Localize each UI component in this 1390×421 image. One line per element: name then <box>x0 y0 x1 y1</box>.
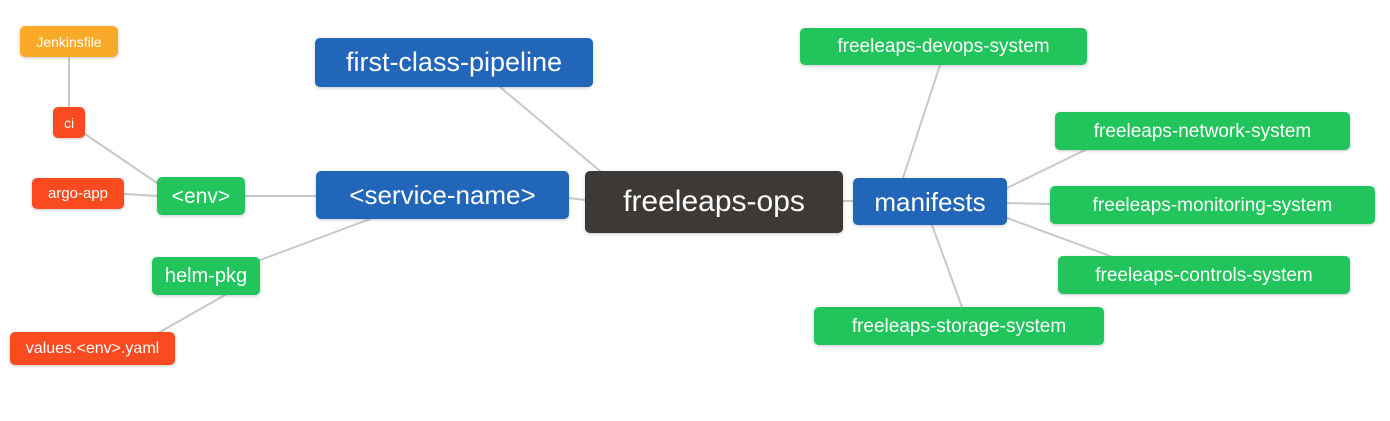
node-freeleaps-network-system[interactable]: freeleaps-network-system <box>1055 112 1350 150</box>
edge-values-yaml-to-helm-pkg <box>159 294 226 333</box>
edge-helm-pkg-to-service-name <box>254 218 371 263</box>
edge-manifests-to-freeleaps-devops-system <box>902 64 941 179</box>
edge-manifests-to-freeleaps-network-system <box>1006 149 1086 189</box>
edge-service-name-to-freeleaps-ops <box>568 197 586 201</box>
node-service-name[interactable]: <service-name> <box>316 171 569 219</box>
node-jenkinsfile[interactable]: Jenkinsfile <box>20 26 118 57</box>
node-freeleaps-monitoring-system[interactable]: freeleaps-monitoring-system <box>1050 186 1375 224</box>
edge-manifests-to-freeleaps-storage-system <box>931 224 963 308</box>
node-ci[interactable]: ci <box>53 107 85 138</box>
node-manifests[interactable]: manifests <box>853 178 1007 225</box>
node-freeleaps-controls-system[interactable]: freeleaps-controls-system <box>1058 256 1350 294</box>
node-freeleaps-devops-system[interactable]: freeleaps-devops-system <box>800 28 1087 65</box>
node-argo-app[interactable]: argo-app <box>32 178 124 209</box>
node-freeleaps-ops[interactable]: freeleaps-ops <box>585 171 843 233</box>
node-first-class-pipeline[interactable]: first-class-pipeline <box>315 38 593 87</box>
edge-ci-to-env <box>84 133 158 184</box>
node-env[interactable]: <env> <box>157 177 245 215</box>
edge-manifests-to-freeleaps-monitoring-system <box>1006 202 1051 205</box>
edge-argo-app-to-env <box>123 193 158 197</box>
node-helm-pkg[interactable]: helm-pkg <box>152 257 260 295</box>
edge-first-class-pipeline-to-freeleaps-ops <box>499 86 601 172</box>
node-values-yaml[interactable]: values.<env>.yaml <box>10 332 175 365</box>
node-freeleaps-storage-system[interactable]: freeleaps-storage-system <box>814 307 1104 345</box>
